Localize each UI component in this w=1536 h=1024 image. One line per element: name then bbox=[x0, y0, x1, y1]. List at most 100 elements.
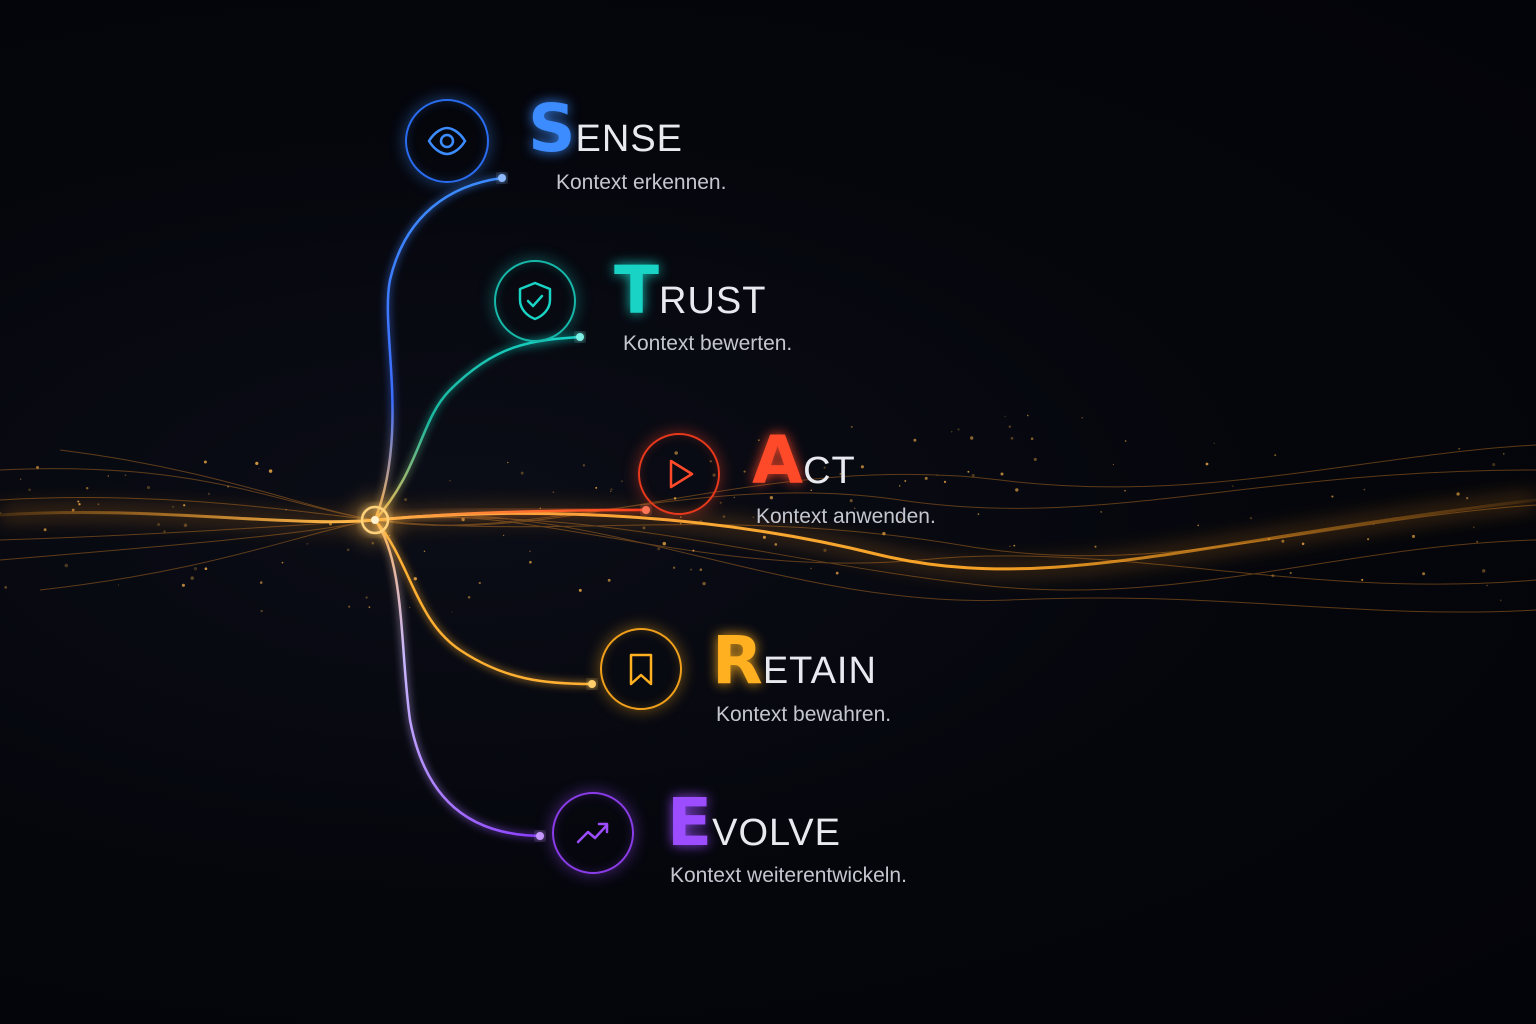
sparkle bbox=[1361, 578, 1364, 581]
act-title: ACT bbox=[752, 428, 856, 494]
sparkle bbox=[157, 522, 161, 527]
retain-subtitle: Kontext bewahren. bbox=[716, 703, 892, 726]
sense-initial: S bbox=[528, 90, 576, 167]
sparkle bbox=[657, 547, 661, 551]
sparkle bbox=[181, 583, 185, 587]
sparkle bbox=[529, 550, 531, 553]
sparkle bbox=[502, 534, 505, 537]
main-stream bbox=[0, 498, 1536, 571]
sparkle bbox=[423, 550, 426, 552]
sparkle bbox=[193, 567, 198, 571]
retain-initial: R bbox=[712, 622, 763, 699]
sparkle bbox=[943, 480, 947, 484]
sparkle bbox=[1026, 414, 1029, 417]
retain-title: RETAIN bbox=[712, 628, 877, 694]
trust-rest: RUST bbox=[659, 280, 767, 322]
sparkle bbox=[699, 568, 703, 571]
sparkle bbox=[260, 609, 263, 613]
sparkle bbox=[255, 461, 259, 466]
sparkle bbox=[107, 475, 110, 477]
sparkle bbox=[849, 499, 853, 503]
eye-icon bbox=[427, 126, 467, 156]
sparkle bbox=[642, 526, 646, 530]
sparkle bbox=[203, 460, 207, 464]
sparkle bbox=[810, 567, 812, 570]
sparkle bbox=[899, 517, 902, 520]
act-rest: CT bbox=[803, 450, 856, 492]
trust-subtitle: Kontext bewerten. bbox=[623, 332, 793, 355]
sparkle bbox=[957, 428, 960, 431]
sparkle bbox=[28, 488, 31, 492]
sparkle bbox=[1422, 572, 1426, 576]
sparkle bbox=[1492, 463, 1496, 467]
sparkle bbox=[1033, 457, 1037, 461]
sparkle bbox=[1213, 442, 1216, 445]
sparkle bbox=[1456, 492, 1460, 496]
sparkle bbox=[207, 492, 211, 496]
sparkle bbox=[823, 466, 826, 469]
sparkle bbox=[1476, 540, 1479, 543]
sparkle bbox=[1124, 489, 1126, 492]
evolve-subtitle: Kontext weiterentwickeln. bbox=[670, 864, 907, 887]
sparkle bbox=[4, 586, 8, 589]
branch-retain bbox=[374, 519, 593, 686]
sparkle bbox=[839, 473, 842, 475]
sparkle bbox=[719, 501, 722, 504]
sparkle bbox=[227, 485, 230, 488]
sparkle bbox=[1331, 495, 1334, 498]
sparkle bbox=[172, 506, 174, 508]
sparkle bbox=[1004, 415, 1006, 418]
play-icon bbox=[669, 459, 694, 489]
sparkle bbox=[1486, 584, 1488, 587]
sparkle bbox=[1112, 463, 1115, 466]
sparkle bbox=[1000, 472, 1004, 476]
branch-act bbox=[374, 508, 647, 522]
evolve-rest: VOLVE bbox=[712, 812, 842, 854]
sparkle bbox=[258, 468, 260, 470]
sparkle bbox=[1271, 574, 1275, 578]
sparkle bbox=[520, 471, 524, 475]
sense-icon-ring bbox=[405, 99, 489, 183]
sparkle bbox=[346, 548, 350, 552]
sparkle bbox=[268, 469, 273, 473]
sparkle bbox=[853, 507, 856, 509]
sparkle bbox=[578, 588, 582, 592]
central-node bbox=[360, 505, 390, 535]
sparkle bbox=[1010, 436, 1014, 440]
sparkle bbox=[507, 461, 509, 464]
sparkle bbox=[1081, 416, 1083, 419]
sparkle bbox=[1030, 437, 1034, 440]
sparkle bbox=[769, 496, 774, 500]
sparkle bbox=[1367, 538, 1370, 541]
sparkle bbox=[552, 491, 555, 494]
sparkle bbox=[281, 561, 284, 564]
sparkle bbox=[610, 488, 613, 491]
sparkle bbox=[595, 486, 598, 489]
sparkle bbox=[1363, 488, 1366, 491]
sparkle bbox=[117, 584, 120, 586]
sense-subtitle: Kontext erkennen. bbox=[556, 171, 727, 194]
sparkle bbox=[259, 581, 263, 584]
sparkle bbox=[692, 549, 695, 552]
sparkle bbox=[904, 480, 907, 482]
sparkle bbox=[190, 576, 194, 580]
sparkle bbox=[971, 473, 975, 478]
sparkle bbox=[1289, 571, 1292, 575]
sparkle bbox=[860, 465, 864, 469]
sparkle bbox=[43, 528, 47, 532]
sparkle bbox=[348, 605, 351, 608]
endpoint-sense bbox=[498, 174, 506, 182]
sparkle bbox=[898, 485, 901, 487]
shield-check-icon bbox=[518, 281, 552, 321]
sparkle bbox=[752, 516, 755, 518]
sparkle bbox=[1301, 542, 1305, 546]
trust-title: TRUST bbox=[614, 258, 766, 324]
sparkle bbox=[689, 568, 693, 571]
sparkle bbox=[1249, 516, 1253, 520]
sparkle bbox=[970, 436, 974, 440]
sparkle bbox=[620, 480, 623, 483]
evolve-icon-ring bbox=[552, 792, 634, 874]
sparkle bbox=[1481, 569, 1486, 573]
sparkle bbox=[733, 496, 735, 498]
sparkle bbox=[183, 504, 186, 507]
